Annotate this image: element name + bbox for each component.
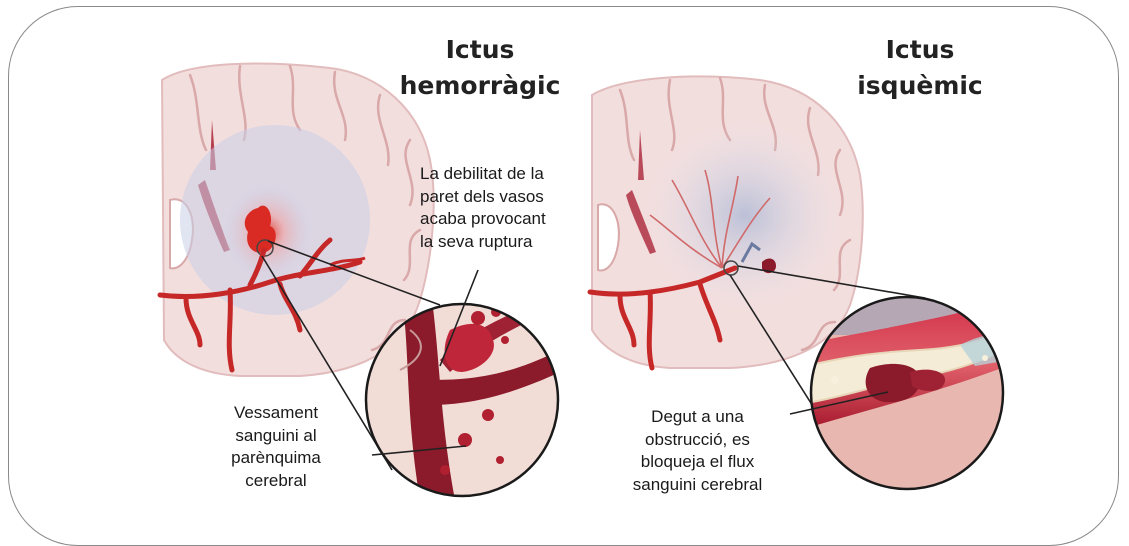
caption-line: Degut a una [600, 406, 795, 429]
caption-line: cerebral [196, 470, 356, 493]
caption-line: paret dels vasos [420, 186, 590, 209]
ischemic-brain-illustration [590, 76, 863, 368]
caption-line: la seva ruptura [420, 231, 590, 254]
hemorrhagic-title: Ictus hemorràgic [360, 32, 600, 104]
title-line: Ictus [360, 32, 600, 68]
caption-line: sanguini al [196, 425, 356, 448]
title-line: isquèmic [845, 68, 995, 104]
caption-line: bloqueja el flux [600, 451, 795, 474]
caption-line: parènquima [196, 447, 356, 470]
caption-line: sanguini cerebral [600, 474, 795, 497]
obstruction-caption: Degut a una obstrucció, es bloqueja el f… [600, 406, 795, 496]
ischemic-title: Ictus isquèmic [845, 32, 995, 104]
caption-line: obstrucció, es [600, 429, 795, 452]
vessel-weakness-caption: La debilitat de la paret dels vasos acab… [420, 163, 590, 253]
title-line: hemorràgic [360, 68, 600, 104]
caption-line: Vessament [196, 402, 356, 425]
hemorrhagic-brain-illustration [160, 64, 434, 376]
title-line: Ictus [845, 32, 995, 68]
caption-line: acaba provocant [420, 208, 590, 231]
caption-line: La debilitat de la [420, 163, 590, 186]
stroke-comparison-diagram: Ictus hemorràgic Ictus isquèmic La debil… [0, 0, 1129, 521]
bleeding-caption: Vessament sanguini al parènquima cerebra… [196, 402, 356, 492]
